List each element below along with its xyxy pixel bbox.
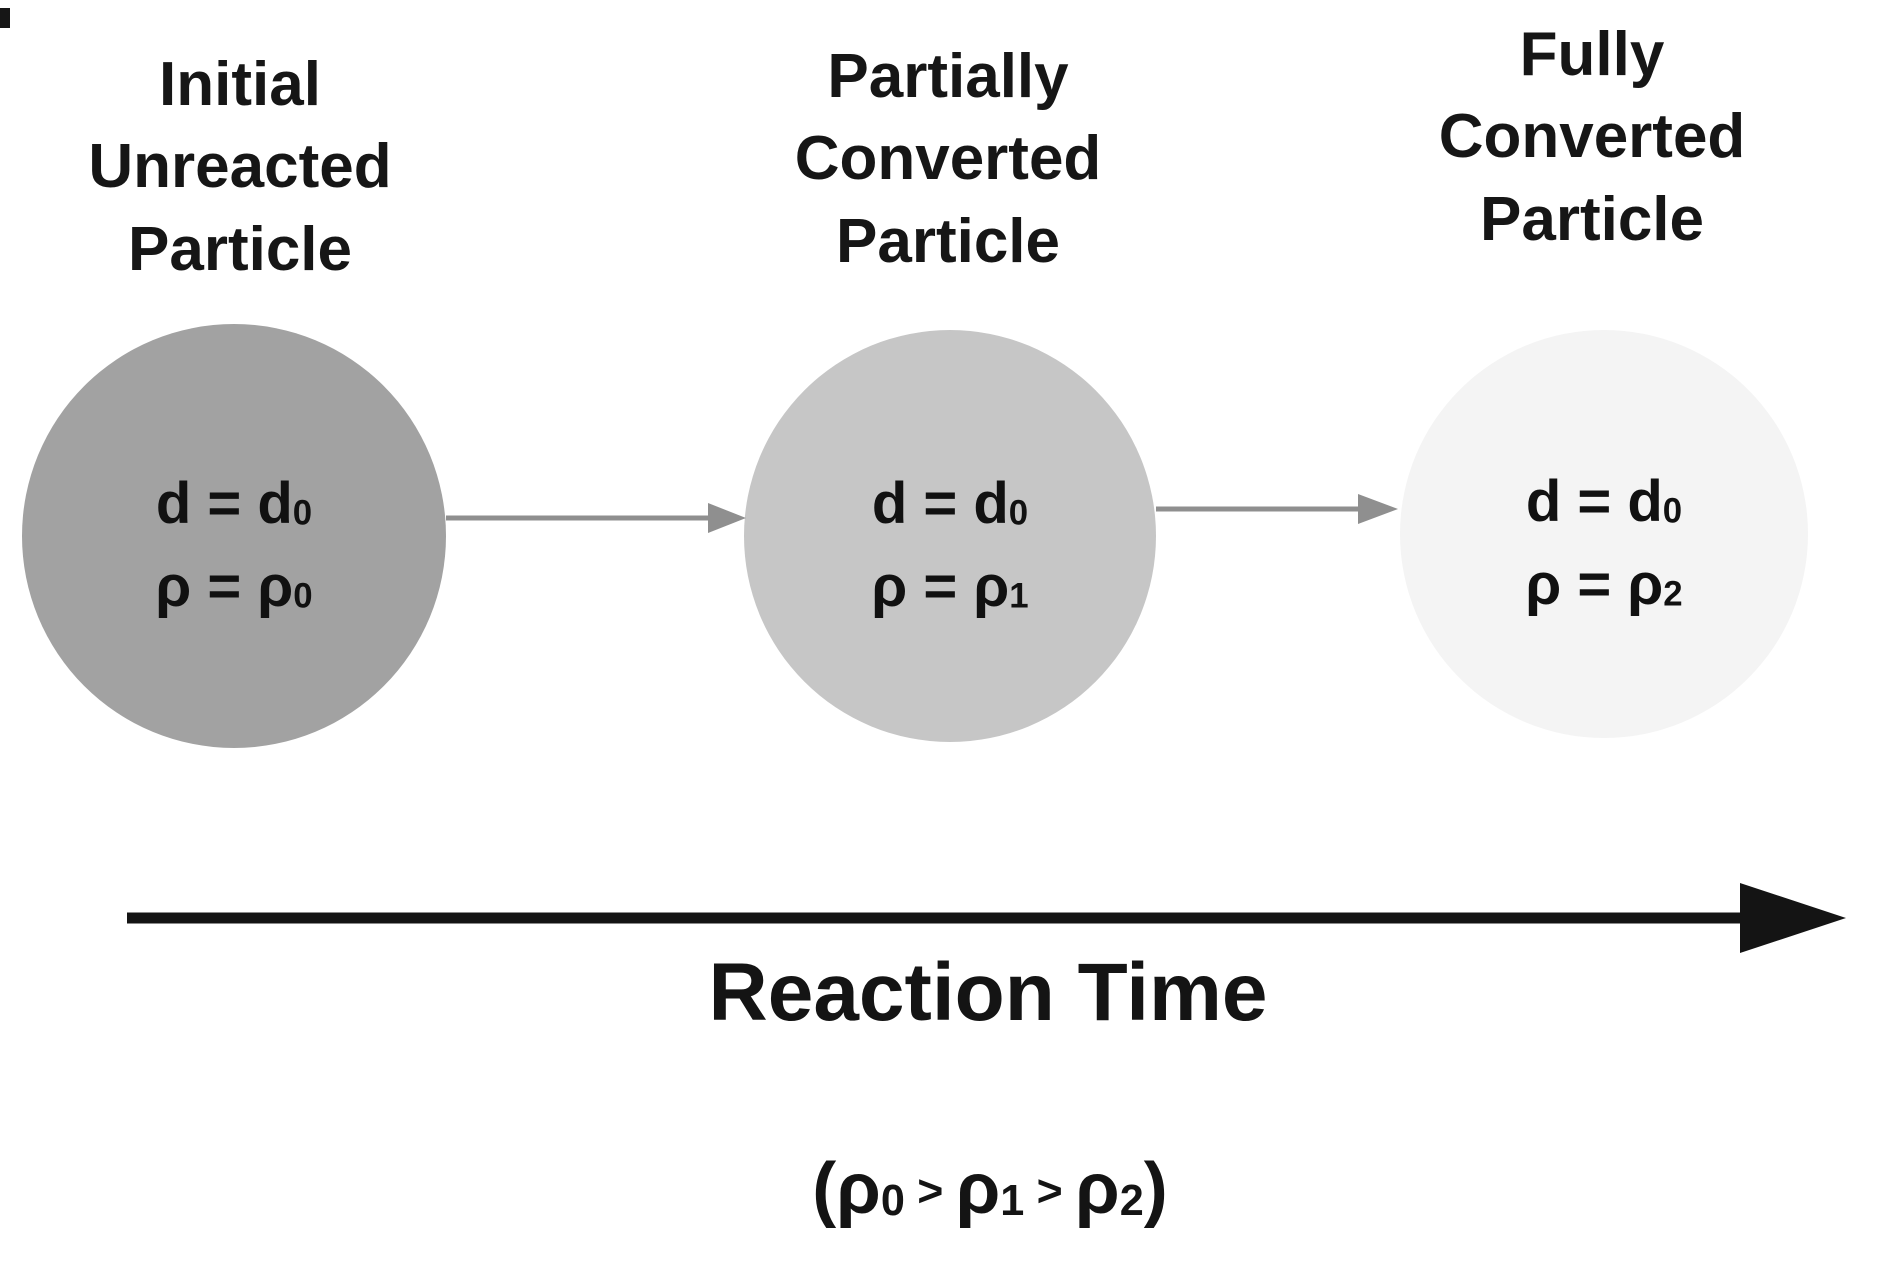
stage-title-line: Initial <box>159 50 321 119</box>
formula-segment: (ρ <box>812 1149 881 1229</box>
density-subscript: 1 <box>1009 576 1029 616</box>
stage-title-fully-converted: Fully Converted Particle <box>1312 14 1872 261</box>
stage-title-line: Converted <box>794 124 1102 194</box>
density-equation-base: ρ = ρ <box>1525 552 1664 617</box>
density-inequality: (ρ0 > ρ1 > ρ2) <box>812 1148 1167 1230</box>
formula-segment: ) <box>1143 1149 1168 1229</box>
particle-equations: d = d0 ρ = ρ1 <box>871 463 1028 629</box>
stage-title-initial-unreacted: Initial Unreacted Particle <box>0 44 520 291</box>
particle-equations: d = d0 ρ = ρ0 <box>155 463 312 629</box>
stage-arrow-1-head <box>708 503 746 533</box>
scan-artifact <box>0 8 10 28</box>
diameter-subscript: 0 <box>1662 491 1683 531</box>
formula-subscript: 0 <box>880 1177 905 1226</box>
particle-circle-fully-converted: d = d0 ρ = ρ2 <box>1400 330 1808 738</box>
stage-title-line: Converted <box>1438 102 1746 172</box>
reaction-time-arrow-head <box>1740 883 1846 953</box>
diameter-subscript: 0 <box>292 493 313 533</box>
stage-arrow-2-head <box>1358 494 1398 524</box>
stage-title-line: Unreacted <box>88 132 392 202</box>
stage-title-line: Fully <box>1519 20 1665 89</box>
reaction-time-label: Reaction Time <box>708 947 1268 1038</box>
density-subscript: 2 <box>1663 574 1683 614</box>
formula-segment: ρ <box>955 1149 1001 1229</box>
diameter-subscript: 0 <box>1008 493 1029 533</box>
diameter-equation-base: d = d <box>1525 469 1663 535</box>
formula-subscript: 2 <box>1119 1177 1144 1226</box>
diameter-equation: d = d0 <box>871 463 1028 546</box>
stage-title-line: Particle <box>127 214 353 284</box>
stage-title-line: Partially <box>827 42 1069 111</box>
particle-circle-initial: d = d0 ρ = ρ0 <box>22 324 446 748</box>
greater-than-sign: > <box>904 1166 956 1216</box>
particle-circle-partially-converted: d = d0 ρ = ρ1 <box>744 330 1156 742</box>
diameter-equation-base: d = d <box>155 471 293 537</box>
diameter-equation: d = d0 <box>1525 461 1682 544</box>
density-equation-base: ρ = ρ <box>155 554 294 619</box>
density-equation: ρ = ρ2 <box>1525 544 1682 627</box>
particle-equations: d = d0 ρ = ρ2 <box>1525 461 1682 627</box>
diameter-equation: d = d0 <box>155 463 312 546</box>
formula-subscript: 1 <box>1000 1177 1025 1226</box>
density-equation: ρ = ρ0 <box>155 546 312 629</box>
stage-title-line: Particle <box>1479 184 1705 254</box>
stage-title-line: Particle <box>835 206 1061 276</box>
stage-title-partially-converted: Partially Converted Particle <box>668 36 1228 283</box>
diameter-equation-base: d = d <box>871 471 1009 537</box>
density-equation-base: ρ = ρ <box>871 554 1010 619</box>
density-equation: ρ = ρ1 <box>871 546 1028 629</box>
density-subscript: 0 <box>293 576 313 616</box>
formula-segment: ρ <box>1075 1149 1120 1229</box>
greater-than-sign: > <box>1024 1166 1076 1216</box>
